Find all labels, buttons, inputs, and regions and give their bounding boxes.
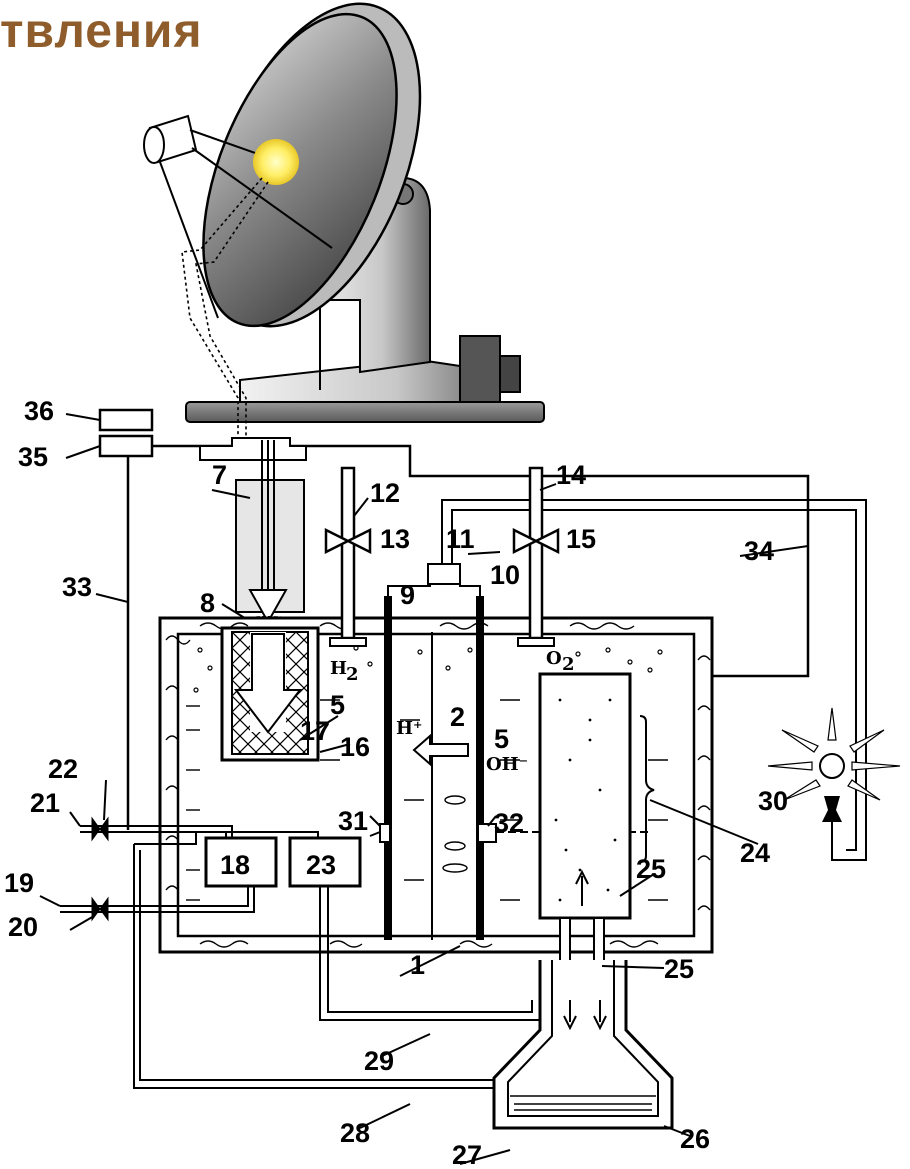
label-29: 29 <box>364 1046 394 1076</box>
label-1: 1 <box>410 950 425 980</box>
label-13: 13 <box>380 524 410 554</box>
chem-o2: O <box>546 648 562 669</box>
label-25a: 25 <box>636 854 666 884</box>
label-9: 9 <box>400 580 415 610</box>
chem-ohminus: OH⁻ <box>486 754 528 775</box>
label-5a: 5 <box>330 690 345 720</box>
label-8: 8 <box>200 588 215 618</box>
label-33: 33 <box>62 572 92 602</box>
label-14: 14 <box>556 460 586 490</box>
label-27: 27 <box>452 1140 482 1169</box>
label-31: 31 <box>338 806 368 836</box>
label-34: 34 <box>744 536 774 566</box>
label-32: 32 <box>494 808 524 838</box>
label-19: 19 <box>4 868 34 898</box>
label-21: 21 <box>30 788 60 818</box>
label-16: 16 <box>340 732 370 762</box>
label-35: 35 <box>18 442 48 472</box>
leader-lines <box>39 483 809 1165</box>
label-28: 28 <box>340 1118 370 1148</box>
label-26: 26 <box>680 1124 710 1154</box>
label-22: 22 <box>48 754 78 784</box>
chem-h2-sub: 2 <box>346 664 359 685</box>
label-11: 11 <box>446 524 475 554</box>
label-18: 18 <box>220 850 250 880</box>
label-15: 15 <box>566 524 596 554</box>
chem-h2: H <box>330 658 347 679</box>
label-36: 36 <box>24 396 54 426</box>
label-30: 30 <box>758 786 788 816</box>
label-17: 17 <box>300 716 330 746</box>
label-2: 2 <box>450 702 465 732</box>
lamp <box>767 707 901 861</box>
chem-labels: H 2 O 2 H⁺ OH⁻ <box>330 648 575 775</box>
label-5b: 5 <box>494 724 509 754</box>
collector-vessel <box>492 917 674 1130</box>
solar-concentrator <box>143 2 545 440</box>
label-24: 24 <box>740 838 770 868</box>
label-12: 12 <box>370 478 400 508</box>
label-20: 20 <box>8 912 38 942</box>
number-labels: 1 2 5 5 7 8 9 10 11 12 13 14 15 16 17 18… <box>4 396 788 1169</box>
label-23: 23 <box>306 850 336 880</box>
page-title: твления <box>0 5 203 58</box>
label-25b: 25 <box>664 954 694 984</box>
chem-hplus: H⁺ <box>396 718 423 739</box>
electrolyzer-vessel <box>60 466 867 1089</box>
label-10: 10 <box>490 560 520 590</box>
receiver-assembly <box>199 437 307 634</box>
label-7: 7 <box>212 460 227 490</box>
chem-o2-sub: 2 <box>562 654 575 675</box>
